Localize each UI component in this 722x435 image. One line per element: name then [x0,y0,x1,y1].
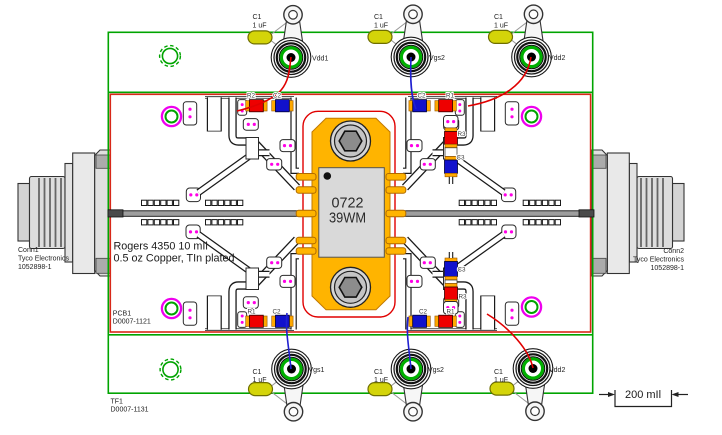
wire-vdd2-top [467,56,532,107]
cap-ref-bot-1: C1 [253,369,262,376]
component-stack-bottom-right [444,252,459,314]
conn2-mfr: Tyco Electronics [633,257,684,264]
labels: Conn1 Tyco Electronics 1052898-1 Conn2 T… [18,14,684,414]
ref-tr-c2: C2 [417,93,426,100]
label-vdd2-top: Vdd2 [549,55,565,62]
scale-label: 200 mIl [625,389,661,401]
material-note-line2: 0.5 oz Copper, TIn plated [114,253,235,265]
fixture-hole-bottom-left [159,358,182,381]
pin1-dot [323,172,332,180]
cap-val-bot-3: 1 uF [494,377,508,384]
cap-ref-top-2: C1 [374,14,383,21]
ref-br-c3: C3 [458,267,467,274]
wire-vgs1 [285,312,292,370]
plated-holes [160,105,543,320]
label-vgs1: Vgs1 [309,367,325,374]
label-vgs2-top: Vgs2 [429,55,445,62]
pcb-ref: PCB1 [113,311,131,318]
cap-val-top-3: 1 uF [494,22,508,29]
cap-val-top-1: 1 uF [253,22,267,29]
bias-wires [236,56,534,370]
cap-val-bot-1: 1 uF [253,377,267,384]
fixture-ref: TF1 [111,399,124,406]
chip-marking-line1: 0722 [332,195,364,212]
amplifier-chip: 0722 39WM [295,110,407,318]
ref-tr-c3: C3 [457,155,466,162]
chip-leads [295,173,407,255]
ref-bl-r1: R1 [247,309,256,316]
conn1-ref: Conn1 [18,247,39,254]
chip-marking-line2: 39WM [329,210,366,227]
ref-tl-r2: R2 [247,93,256,100]
cap-val-top-2: 1 uF [374,22,388,29]
label-vdd1: Vdd1 [312,56,328,63]
conn2-part: 1052898-1 [651,265,685,272]
mounting-screw-top [329,120,372,162]
chip-body [318,167,385,258]
cap-val-bot-2: 1 uF [374,377,388,384]
material-note-line1: Rogers 4350 10 mIl [114,241,208,253]
cap-ref-top-3: C1 [494,14,503,21]
wire-vdd1 [236,56,292,112]
ref-br-r3: R3 [459,294,468,301]
conn2-ref: Conn2 [663,248,684,255]
ref-bl-c2: C2 [272,309,281,316]
scale-indicator: 200 mIl [599,389,688,408]
wire-vgs2-top [409,56,417,110]
ref-tl-c2: C2 [273,93,282,100]
conn1-mfr: Tyco Electronics [18,256,69,263]
fixture-number: D0007-1131 [111,407,149,414]
conn1-part: 1052898-1 [18,264,52,271]
cap-ref-bot-3: C1 [494,369,503,376]
cap-ref-bot-2: C1 [374,369,383,376]
ref-tr-r3: R3 [458,131,467,138]
pcb-number: D0007-1121 [113,319,151,326]
component-stack-top-right [444,116,459,185]
ref-br-r1: R1 [446,309,455,316]
wire-vdd2-bottom [486,313,534,369]
mounting-screw-bottom [329,266,372,308]
fixture-hole-top-left [158,44,182,68]
cap-ref-top-1: C1 [253,14,262,21]
ref-tr-r1: R1 [446,93,455,100]
wire-vgs2-bottom [406,316,412,370]
label-vdd2-bottom: Vdd2 [549,367,565,374]
label-vgs2-bottom: Vgs2 [428,367,444,374]
ref-br-c2: C2 [419,309,428,316]
